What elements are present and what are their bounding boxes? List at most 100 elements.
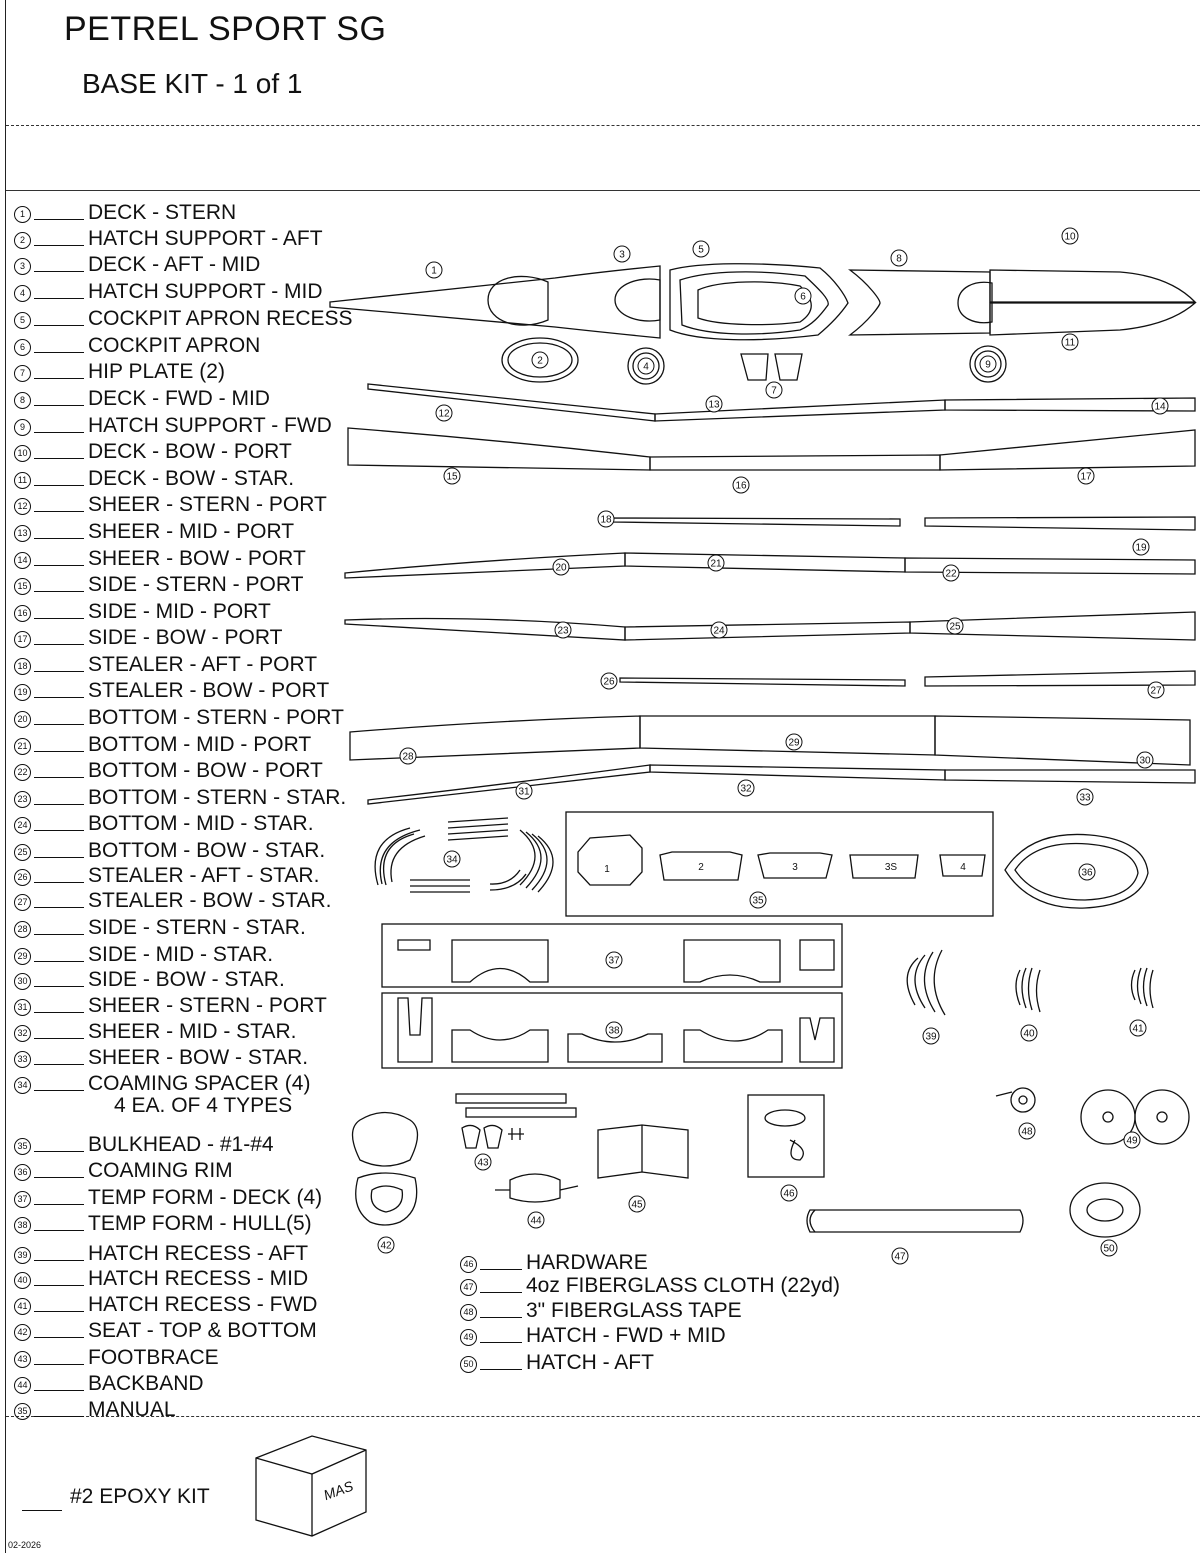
part-check-blank[interactable] — [34, 671, 84, 672]
callout-number-24: 24 — [713, 626, 725, 637]
callout-number-39: 39 — [925, 1032, 937, 1043]
part-check-blank[interactable] — [34, 1260, 84, 1261]
part-check-blank[interactable] — [34, 325, 84, 326]
part-number-badge: 12 — [14, 498, 31, 515]
callout-circle-27 — [1147, 681, 1165, 699]
part-check-blank[interactable] — [34, 1177, 84, 1178]
part-check-blank[interactable] — [34, 1064, 84, 1065]
part-check-blank[interactable] — [34, 1012, 84, 1013]
part-check-blank[interactable] — [34, 830, 84, 831]
part-number-badge: 26 — [14, 869, 31, 886]
part-check-blank[interactable] — [34, 1230, 84, 1231]
part-check-blank[interactable] — [34, 644, 84, 645]
part-label: SHEER - MID - PORT — [88, 520, 295, 543]
part-check-blank[interactable] — [34, 271, 84, 272]
callout-circle-20 — [552, 558, 570, 576]
callout-number-20: 20 — [555, 563, 567, 574]
part-number-badge: 48 — [460, 1304, 477, 1321]
part-label: TEMP FORM - HULL(5) — [88, 1212, 312, 1235]
callout-number-27: 27 — [1150, 686, 1162, 697]
part-check-blank[interactable] — [480, 1269, 522, 1270]
callout-circle-48 — [1018, 1122, 1036, 1140]
callout-number-33: 33 — [1079, 793, 1091, 804]
part-check-blank[interactable] — [34, 378, 84, 379]
callout-circle-17 — [1077, 467, 1095, 485]
part-check-blank[interactable] — [34, 591, 84, 592]
part-check-blank[interactable] — [34, 804, 84, 805]
part-check-blank[interactable] — [34, 986, 84, 987]
part-number-badge: 34 — [14, 1077, 31, 1094]
callout-circle-32 — [737, 779, 755, 797]
part-check-blank[interactable] — [34, 485, 84, 486]
part-check-blank[interactable] — [34, 245, 84, 246]
part-check-blank[interactable] — [34, 1364, 84, 1365]
part-check-blank[interactable] — [34, 907, 84, 908]
part-check-blank[interactable] — [34, 432, 84, 433]
part-check-blank[interactable] — [34, 882, 84, 883]
part-check-blank[interactable] — [34, 352, 84, 353]
part-check-blank[interactable] — [34, 618, 84, 619]
callout-number-41: 41 — [1132, 1024, 1144, 1035]
part-label: BOTTOM - BOW - PORT — [88, 759, 323, 782]
callout-circle-38 — [605, 1021, 623, 1039]
part-check-blank[interactable] — [480, 1342, 522, 1343]
part-label: SEAT - TOP & BOTTOM — [88, 1319, 317, 1342]
part-check-blank[interactable] — [34, 298, 84, 299]
part-check-blank[interactable] — [34, 405, 84, 406]
callout-number-38: 38 — [608, 1026, 620, 1037]
part-number-badge: 25 — [14, 844, 31, 861]
part-check-blank[interactable] — [34, 565, 84, 566]
bulkhead-box — [565, 811, 994, 917]
epoxy-kit-blank[interactable] — [22, 1510, 62, 1511]
part-number-badge: 40 — [14, 1272, 31, 1289]
part-check-blank[interactable] — [34, 751, 84, 752]
part-check-blank[interactable] — [34, 1204, 84, 1205]
part-label: SHEER - STERN - PORT — [88, 493, 327, 516]
part-check-blank[interactable] — [34, 511, 84, 512]
part-number-badge: 5 — [14, 312, 31, 329]
part-check-blank[interactable] — [34, 1090, 84, 1091]
part-number-badge: 30 — [14, 973, 31, 990]
callout-number-47: 47 — [894, 1252, 906, 1263]
part-label: SIDE - BOW - STAR. — [88, 968, 285, 991]
callout-number-28: 28 — [402, 752, 414, 763]
part-check-blank[interactable] — [480, 1292, 522, 1293]
callout-number-50: 50 — [1103, 1244, 1115, 1255]
part-check-blank[interactable] — [34, 1311, 84, 1312]
part-label: BOTTOM - STERN - PORT — [88, 706, 344, 729]
part-check-blank[interactable] — [34, 857, 84, 858]
callout-circle-12 — [435, 404, 453, 422]
callout-circle-30 — [1136, 751, 1154, 769]
part-check-blank[interactable] — [34, 777, 84, 778]
part-label: COAMING RIM — [88, 1159, 233, 1182]
part-check-blank[interactable] — [34, 1337, 84, 1338]
part-check-blank[interactable] — [34, 697, 84, 698]
part-check-blank[interactable] — [34, 538, 84, 539]
part-label: COAMING SPACER (4) — [88, 1072, 311, 1095]
part-check-blank[interactable] — [34, 219, 84, 220]
coaming-rim-inner — [1014, 842, 1139, 901]
part-check-blank[interactable] — [34, 1038, 84, 1039]
callout-number-36: 36 — [1081, 868, 1093, 879]
callout-circle-46 — [780, 1184, 798, 1202]
part-check-blank[interactable] — [480, 1369, 522, 1370]
part-label: SHEER - MID - STAR. — [88, 1020, 297, 1043]
callout-circle-6 — [794, 287, 812, 305]
part-check-blank[interactable] — [34, 1285, 84, 1286]
part-check-blank[interactable] — [34, 1416, 84, 1417]
callout-number-5: 5 — [698, 245, 704, 256]
part-check-blank[interactable] — [34, 724, 84, 725]
part-label: BACKBAND — [88, 1372, 204, 1395]
part-check-blank[interactable] — [34, 961, 84, 962]
part-check-blank[interactable] — [34, 934, 84, 935]
callout-number-23: 23 — [557, 626, 569, 637]
part-label: BULKHEAD - #1-#4 — [88, 1133, 274, 1156]
part-check-blank[interactable] — [34, 1390, 84, 1391]
part-check-blank[interactable] — [34, 458, 84, 459]
callout-circle-47 — [891, 1247, 909, 1265]
part-label: HATCH - AFT — [526, 1351, 654, 1374]
bulkhead-label-1: 1 — [604, 864, 610, 875]
part-check-blank[interactable] — [34, 1151, 84, 1152]
deck-panels — [329, 263, 1197, 385]
part-check-blank[interactable] — [480, 1317, 522, 1318]
